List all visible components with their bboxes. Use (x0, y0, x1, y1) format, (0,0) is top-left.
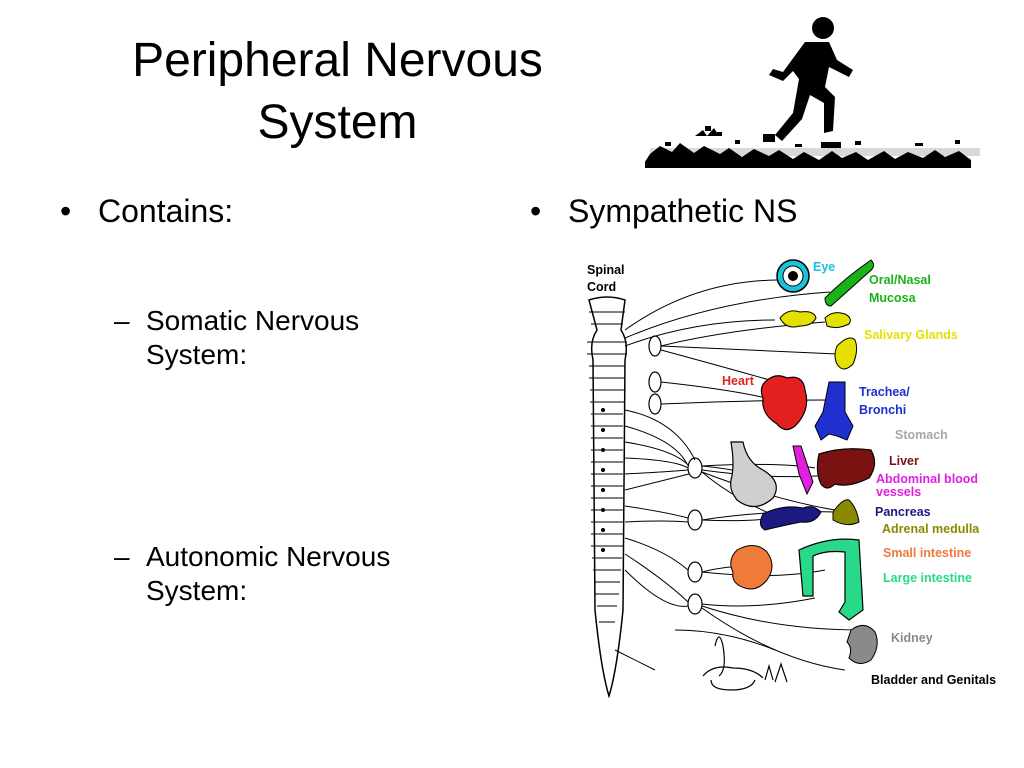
dash-glyph: – (114, 305, 130, 336)
bullet-glyph: • (60, 193, 72, 229)
label-pancreas: Pancreas (875, 505, 931, 519)
organ-heart (760, 375, 808, 431)
sub-bullet-autonomic: – Autonomic Nervous System: (114, 540, 391, 608)
sub-text-line-2: System: (146, 339, 248, 370)
sub-text-line-1: Autonomic Nervous (146, 541, 391, 572)
organ-small-intestine (730, 545, 773, 590)
sub-text-line-2: System: (146, 575, 248, 606)
label-stomach: Stomach (895, 428, 948, 442)
sub-bullet-somatic: – Somatic Nervous System: (114, 304, 360, 372)
organ-oral-nasal-mucosa (824, 259, 875, 307)
label-liver: Liver (889, 454, 919, 468)
spinal-column (588, 296, 628, 698)
spinal-ganglia-dots (601, 408, 605, 552)
dash-glyph: – (114, 541, 130, 572)
label-trachea: Trachea/ (859, 385, 910, 399)
label-cord: Cord (587, 280, 616, 294)
organ-salivary-glands (779, 310, 858, 370)
label-abdominal-blood: Abdominal blood (876, 472, 978, 486)
label-mucosa: Mucosa (869, 291, 917, 305)
label-kidney: Kidney (891, 631, 933, 645)
bullet-text: Contains: (98, 193, 234, 229)
organ-kidney (846, 625, 878, 664)
organ-adrenal-medulla (832, 499, 860, 526)
nerve-fibers (614, 279, 861, 671)
label-heart: Heart (722, 374, 755, 388)
label-eye: Eye (813, 260, 835, 274)
organ-stomach (730, 441, 777, 508)
ganglia-chain (648, 335, 703, 615)
organ-trachea-bronchi (814, 381, 854, 441)
bullet-contains: • Contains: (60, 192, 233, 230)
organ-pancreas (759, 506, 822, 531)
sympathetic-ns-diagram: Spinal Cord Eye Oral/Nasal Mucosa Saliva… (587, 259, 996, 698)
organ-abdominal-vessels (792, 445, 814, 496)
organ-liver (816, 448, 876, 489)
bullet-sympathetic: • Sympathetic NS (530, 192, 797, 230)
label-bladder-genitals: Bladder and Genitals (871, 673, 996, 687)
bullet-text: Sympathetic NS (568, 193, 798, 229)
label-vessels: vessels (876, 485, 921, 499)
label-small-intestine: Small intestine (883, 546, 971, 560)
organ-bladder-genitals (702, 636, 788, 691)
label-adrenal-medulla: Adrenal medulla (882, 522, 980, 536)
label-salivary-glands: Salivary Glands (864, 328, 958, 342)
sub-text-line-1: Somatic Nervous (146, 305, 360, 336)
label-oral-nasal: Oral/Nasal (869, 273, 931, 287)
slide-title: Peripheral Nervous System (60, 30, 615, 154)
title-line-1: Peripheral Nervous (132, 34, 543, 87)
label-bronchi: Bronchi (859, 403, 906, 417)
organ-eye (776, 259, 810, 293)
title-line-2: System (257, 96, 418, 149)
organ-large-intestine (798, 538, 864, 621)
spinal-segments (587, 311, 627, 623)
label-large-intestine: Large intestine (883, 571, 972, 585)
running-man-image (645, 17, 980, 168)
bullet-glyph: • (530, 193, 542, 229)
label-spinal: Spinal (587, 263, 625, 277)
